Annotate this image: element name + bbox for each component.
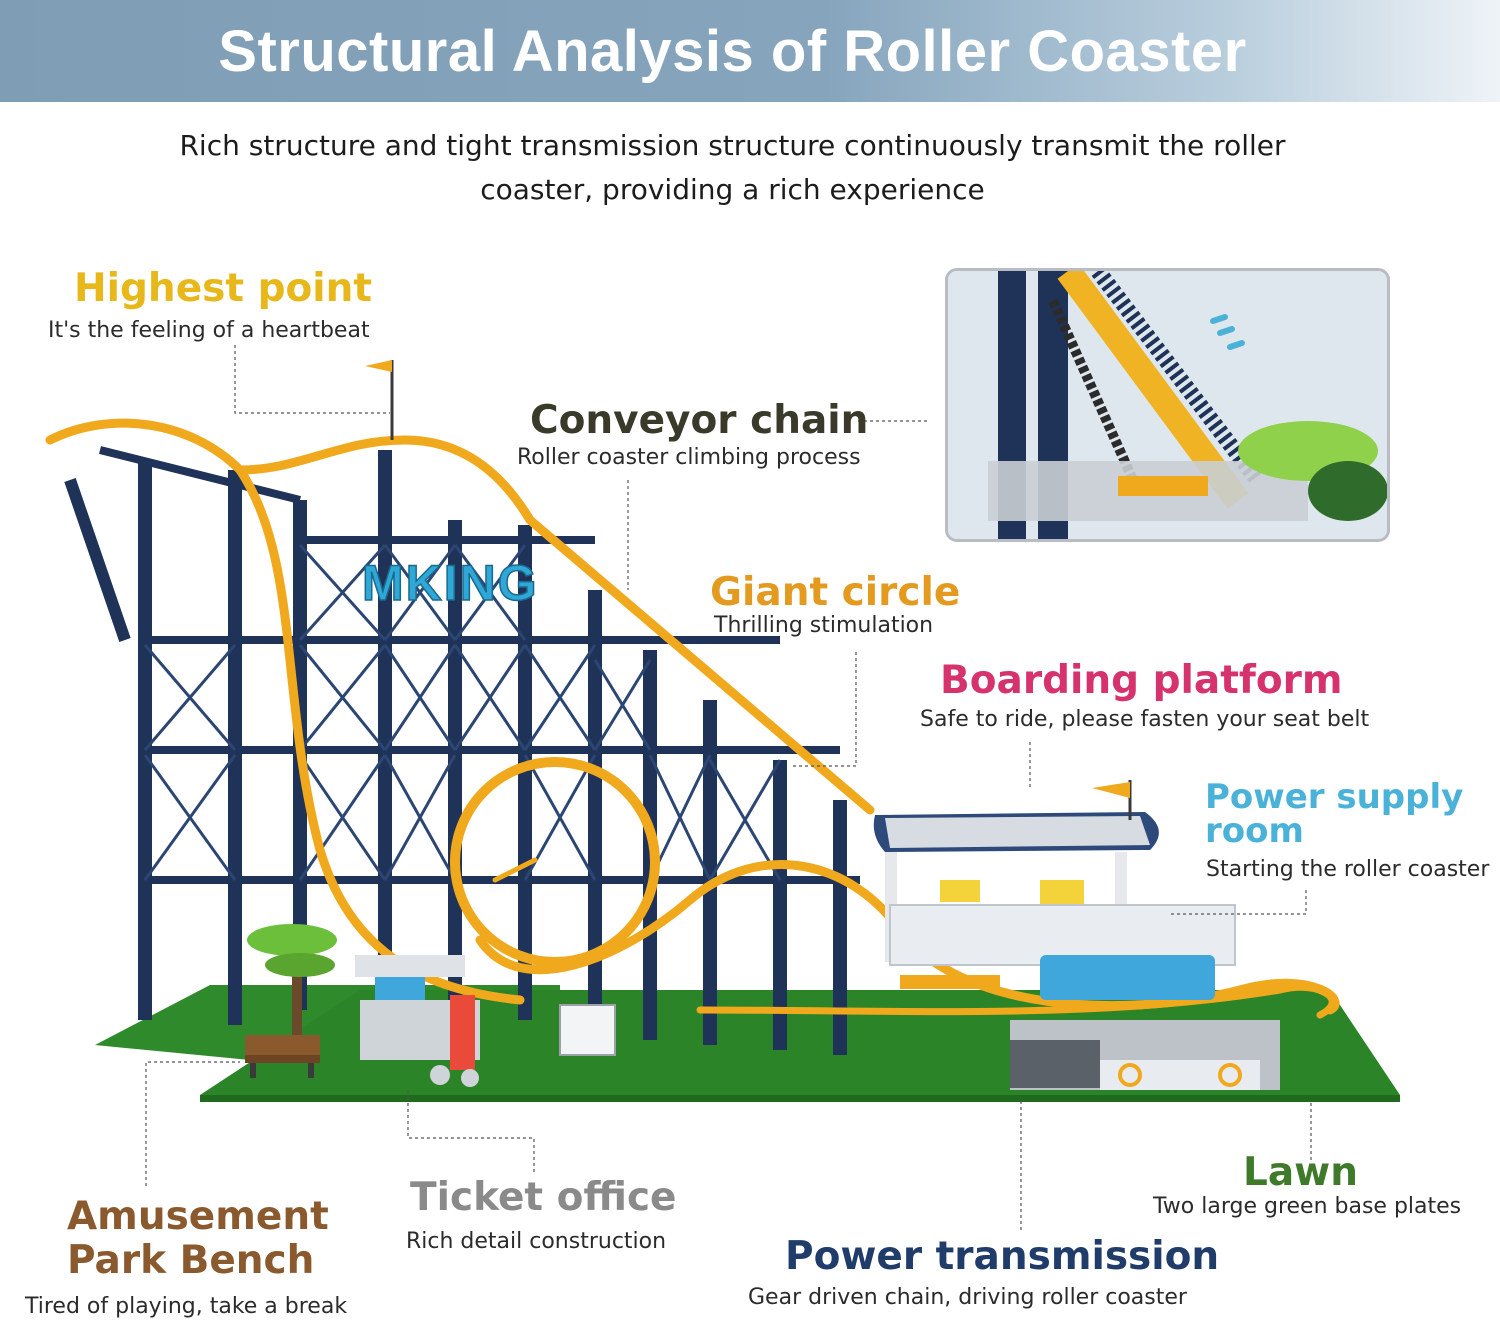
label-giant-circle-desc: Thrilling stimulation — [714, 613, 934, 638]
label-power-transmission-desc: Gear driven chain, driving roller coaste… — [748, 1285, 1187, 1310]
label-conveyor-chain-title: Conveyor chain — [530, 398, 869, 443]
leader-highest-point — [234, 345, 390, 414]
label-ticket-office-desc: Rich detail construction — [406, 1229, 667, 1254]
boarding-platform-model — [873, 812, 1280, 1090]
subtitle-line-1: Rich structure and tight transmission st… — [179, 129, 1286, 162]
label-boarding-platform-title: Boarding platform — [940, 658, 1343, 703]
label-power-supply-room-title-line-1: Power supply — [1205, 777, 1464, 817]
page-title: Structural Analysis of Roller Coaster — [218, 19, 1247, 84]
leader-power-supply-room — [1170, 890, 1307, 915]
page-subtitle: Rich structure and tight transmission st… — [110, 124, 1355, 212]
label-lawn-desc: Two large green base plates — [1153, 1194, 1462, 1219]
conveyor-chain-closeup — [948, 271, 1387, 539]
header-banner: Structural Analysis of Roller Coaster — [0, 0, 1500, 102]
label-power-supply-room-desc: Starting the roller coaster — [1206, 857, 1490, 882]
lawn-edge — [200, 1095, 1400, 1102]
flag-platform — [1092, 780, 1132, 820]
label-conveyor-chain-desc: Roller coaster climbing process — [517, 445, 861, 470]
label-power-transmission-title: Power transmission — [785, 1234, 1220, 1279]
tree-model — [247, 924, 337, 1040]
label-power-supply-room-title: Power supply room — [1205, 780, 1463, 848]
ticket-office-model — [355, 955, 616, 1087]
label-giant-circle-title: Giant circle — [710, 570, 961, 615]
label-power-supply-room-title-line-2: room — [1205, 811, 1304, 851]
subtitle-line-2: coaster, providing a rich experience — [480, 173, 985, 206]
label-highest-point-desc: It's the feeling of a heartbeat — [48, 318, 370, 343]
label-bench-title-line-1: Amusement — [67, 1194, 329, 1239]
bench-model — [245, 1035, 320, 1078]
label-bench-title-line-2: Park Bench — [67, 1238, 315, 1283]
label-boarding-platform-desc: Safe to ride, please fasten your seat be… — [920, 707, 1370, 732]
label-lawn-title: Lawn — [1243, 1150, 1358, 1195]
label-bench-desc: Tired of playing, take a break — [25, 1294, 348, 1319]
label-highest-point-title: Highest point — [74, 266, 373, 311]
label-bench-title: Amusement Park Bench — [67, 1195, 329, 1283]
top-curve-track — [45, 418, 875, 815]
leader-bench — [145, 1061, 240, 1186]
leader-ticket-office — [407, 1090, 535, 1172]
label-ticket-office-title: Ticket office — [410, 1175, 677, 1220]
conveyor-chain-inset — [945, 268, 1390, 542]
flag-top — [365, 360, 394, 440]
frame-structure — [64, 446, 860, 1055]
leader-giant-circle — [790, 652, 857, 767]
brand-sign: MKING — [362, 555, 539, 611]
return-track — [696, 983, 1336, 1019]
giant-loop — [450, 757, 660, 967]
